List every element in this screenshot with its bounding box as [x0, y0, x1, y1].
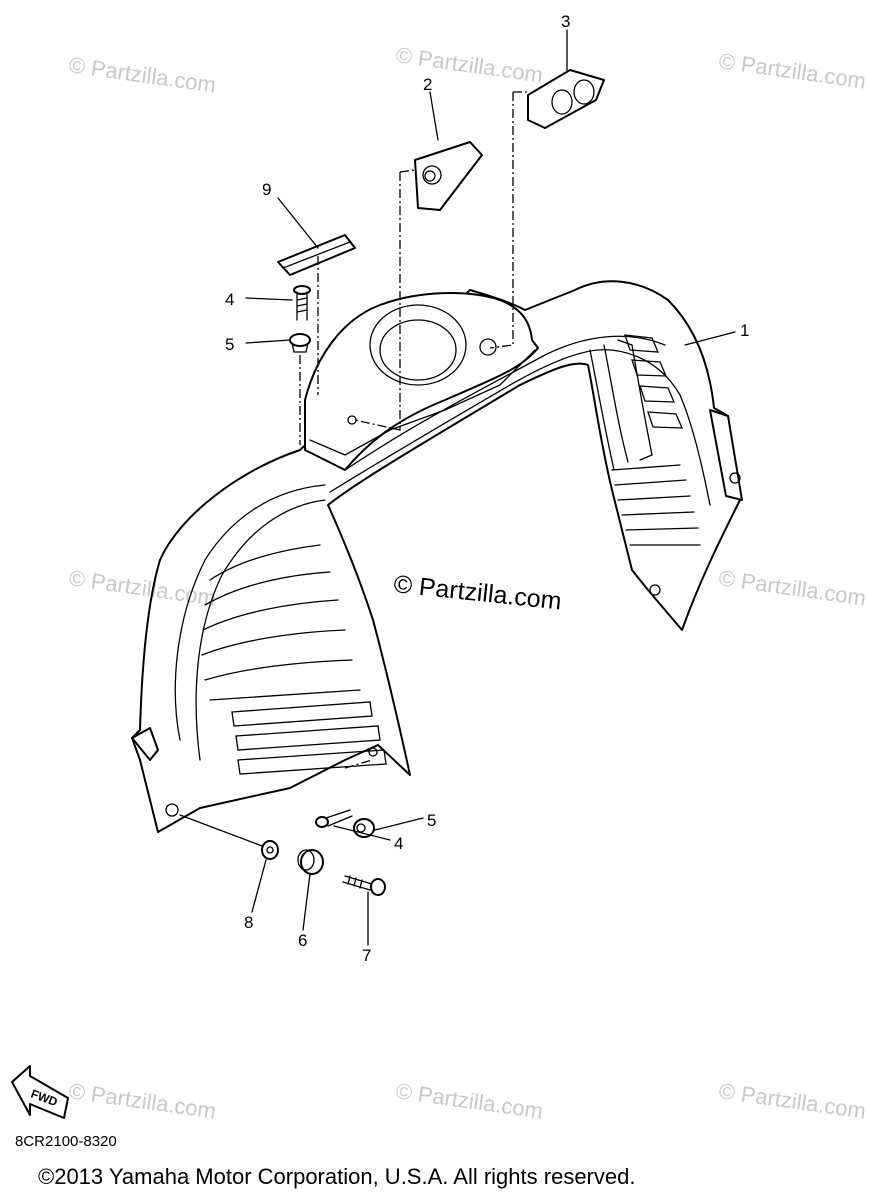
part-9-seal [277, 234, 356, 276]
callout-2: 2 [423, 75, 432, 94]
copyright-notice: ©2013 Yamaha Motor Corporation, U.S.A. A… [38, 1164, 635, 1189]
diagram-code: 8CR2100-8320 [15, 1133, 117, 1150]
callout-4-top: 4 [225, 290, 234, 309]
part-5-grommet-bottom [353, 818, 375, 838]
watermark: © Partzilla.com [67, 565, 217, 610]
callout-1: 1 [740, 321, 749, 340]
callout-7: 7 [362, 946, 371, 965]
part-4-screw-top [293, 285, 311, 321]
center-watermark: © Partzilla.com [392, 570, 562, 615]
watermark: © Partzilla.com [67, 1078, 217, 1123]
leader-lines [179, 29, 736, 946]
watermark: © Partzilla.com [717, 1078, 867, 1123]
watermark: © Partzilla.com [717, 48, 867, 93]
assembly-lines [299, 91, 528, 769]
part-4-screw-bottom [315, 809, 353, 828]
watermark: © Partzilla.com [394, 1078, 544, 1123]
part-5-grommet-top [289, 333, 311, 353]
part-8-washer [261, 840, 279, 860]
callout-3: 3 [561, 12, 570, 31]
part-7-bolt [342, 875, 386, 896]
part-6-grommet [297, 849, 324, 875]
callout-4-bottom: 4 [394, 834, 403, 853]
callout-labels: 1 2 3 9 4 5 5 4 8 6 7 [225, 12, 749, 965]
fwd-arrow-icon: FWD [11, 1065, 69, 1119]
callout-6: 6 [298, 931, 307, 950]
part-3-bracket [527, 69, 605, 129]
watermark: © Partzilla.com [717, 565, 867, 610]
callout-5-top: 5 [225, 335, 234, 354]
watermark: © Partzilla.com [394, 42, 544, 87]
part-2-bracket [414, 141, 483, 211]
callout-9: 9 [262, 180, 271, 199]
callout-8: 8 [244, 913, 253, 932]
part-1-leg-shield [131, 280, 743, 833]
watermark: © Partzilla.com [67, 52, 217, 97]
callout-5-bottom: 5 [427, 811, 436, 830]
